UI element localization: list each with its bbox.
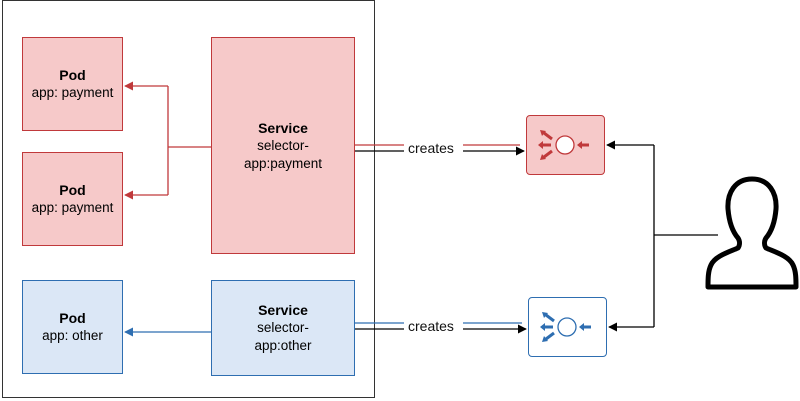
creates-edge-bottom — [355, 322, 527, 334]
creates-edge-top — [355, 144, 525, 156]
service-payment-to-pods-edges — [124, 81, 211, 200]
pod-label: app: payment — [31, 85, 114, 100]
load-balancer-other — [528, 297, 607, 357]
pod-label: app: payment — [31, 200, 114, 215]
service-selector-value: app:other — [254, 338, 312, 353]
pod-title: Pod — [59, 67, 86, 83]
pod-other: Pod app: other — [22, 280, 123, 374]
pod-label: app: other — [42, 328, 103, 343]
service-selector-value: app:payment — [243, 155, 323, 171]
pod-title: Pod — [59, 182, 86, 198]
user-icon — [705, 176, 799, 290]
user-to-load-balancers-edge — [606, 140, 718, 332]
pod-payment-2: Pod app: payment — [22, 152, 123, 246]
load-balancer-icon — [540, 312, 591, 342]
creates-label-top: creates — [406, 140, 456, 156]
service-payment: Service selector- app:payment — [211, 37, 355, 254]
service-title: Service — [258, 119, 308, 136]
load-balancer-icon — [538, 130, 589, 160]
service-other: Service selector- app:other — [211, 280, 355, 376]
service-selector-prefix: selector- — [257, 320, 309, 335]
service-selector-prefix: selector- — [257, 137, 309, 153]
pod-title: Pod — [59, 310, 86, 326]
creates-label-bottom: creates — [406, 318, 456, 334]
service-title: Service — [258, 302, 308, 318]
load-balancer-payment — [526, 115, 605, 175]
pod-payment-1: Pod app: payment — [22, 37, 123, 131]
